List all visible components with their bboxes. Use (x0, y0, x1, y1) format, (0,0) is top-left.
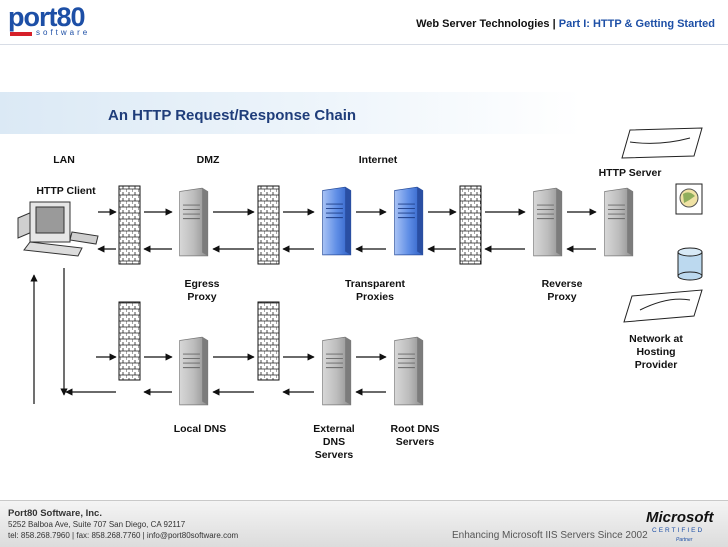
external-dns-label: External DNS Servers (302, 423, 366, 462)
hosting-provider-line3: Provider (634, 359, 678, 371)
port80-logo: port80 (8, 2, 86, 32)
hosting-provider-line2: Hosting (636, 346, 676, 358)
root-dns-server-icon (394, 336, 424, 406)
reverse-proxy-line2: Proxy (547, 291, 577, 303)
page-header (0, 0, 728, 45)
root-dns-line2: Servers (395, 436, 435, 448)
document-stack-icon (623, 289, 703, 323)
globe-page-icon (675, 183, 703, 215)
course-name: Web Server Technologies (416, 18, 550, 30)
hosting-provider-line1: Network at (629, 333, 683, 345)
logo-subtext: software (36, 28, 91, 37)
root-dns-line1: Root DNS (390, 423, 440, 435)
root-dns-label: Root DNS Servers (378, 423, 452, 449)
transparent-proxies-line1: Transparent (344, 278, 406, 290)
certified-badge: CERTIFIED (652, 527, 705, 534)
firewall-dmz-internet-bottom (257, 301, 280, 381)
firewall-dmz-internet-top (257, 185, 280, 265)
document-icon (621, 127, 703, 159)
zone-dmz-label: DMZ (196, 154, 220, 166)
microsoft-logo: Microsoft (646, 509, 714, 526)
http-server-label: HTTP Server (598, 167, 662, 179)
computer-icon (17, 201, 99, 257)
transparent-proxy-2-icon (394, 186, 424, 256)
header-separator: | (549, 18, 559, 30)
slide-title: An HTTP Request/Response Chain (108, 107, 357, 124)
header-title: Web Server Technologies | Part I: HTTP &… (300, 18, 715, 30)
egress-proxy-server-icon (179, 187, 209, 257)
footer-company: Port80 Software, Inc. (8, 508, 102, 519)
local-dns-server-icon (179, 336, 209, 406)
egress-proxy-line2: Proxy (187, 291, 217, 303)
egress-proxy-line1: Egress (184, 278, 220, 290)
http-server-icon (604, 187, 634, 257)
external-dns-line1: External (313, 423, 355, 435)
hosting-provider-label: Network at Hosting Provider (612, 333, 700, 372)
part-title: Part I: HTTP & Getting Started (558, 18, 715, 30)
external-dns-line3: Servers (314, 449, 354, 461)
transparent-proxies-label: Transparent Proxies (330, 278, 420, 304)
footer-contact: tel: 858.268.7960 | fax: 858.268.7760 | … (8, 531, 239, 540)
http-client-label: HTTP Client (36, 185, 96, 197)
dns-arrows (30, 268, 387, 404)
firewall-lan-dmz-top (118, 185, 141, 265)
firewall-provider (459, 185, 482, 265)
reverse-proxy-label: Reverse Proxy (528, 278, 596, 304)
local-dns-label: Local DNS (173, 423, 227, 435)
transparent-proxy-1-icon (322, 186, 352, 256)
title-band (0, 92, 728, 134)
transparent-proxies-line2: Proxies (356, 291, 394, 303)
page-footer (0, 500, 728, 547)
footer-tagline: Enhancing Microsoft IIS Servers Since 20… (452, 530, 648, 541)
zone-internet-label: Internet (358, 154, 398, 166)
external-dns-line2: DNS (322, 436, 346, 448)
footer-address: 5252 Balboa Ave, Suite 707 San Diego, CA… (8, 520, 186, 529)
external-dns-server-icon (322, 336, 352, 406)
reverse-proxy-server-icon (533, 187, 563, 257)
reverse-proxy-line1: Reverse (541, 278, 583, 290)
zone-lan-label: LAN (53, 154, 75, 166)
egress-proxy-label: Egress Proxy (174, 278, 230, 304)
firewall-lan-dmz-bottom (118, 301, 141, 381)
database-icon (677, 247, 703, 281)
partner-badge: Partner (676, 537, 693, 543)
logo-red-bar (10, 32, 32, 36)
